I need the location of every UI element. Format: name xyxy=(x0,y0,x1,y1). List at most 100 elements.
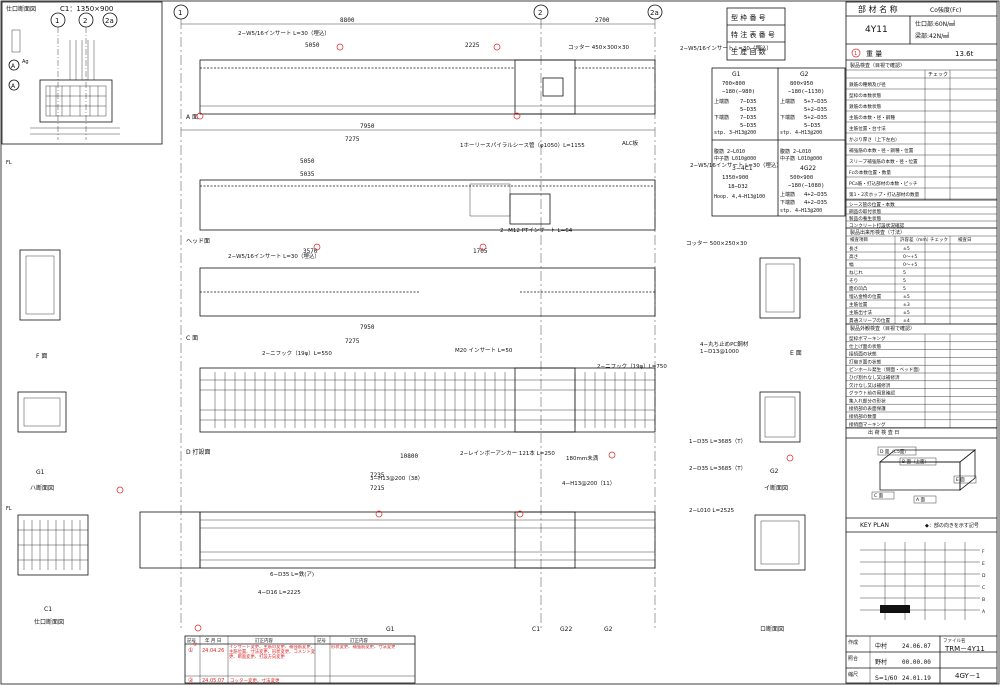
svg-text:A: A xyxy=(982,609,986,615)
beam-a-face: 8800 2700 5050 2225 A 面 7950 7275 2−W5/1… xyxy=(181,17,772,143)
dim-row-label: 幅 xyxy=(849,261,854,268)
dim-7215: 7215 xyxy=(370,485,385,492)
note-pc-1: 4−丸ち止めPC鋼材 xyxy=(700,340,749,348)
finish-table-title: 製品外観検査（目視で確認） xyxy=(850,325,915,332)
label-ro-section: ロ断面図 xyxy=(760,625,784,633)
dim-table-title: 製品出来形検査（寸法） xyxy=(850,229,905,236)
key-plan-diagram: D 面（C5面） B 面（上面） C 面 A 面 E 面 xyxy=(871,446,977,504)
face-label-a: A 面 xyxy=(186,114,198,121)
rev-row0-text-box: インサート変更、主筋の変更、補強筋変更、主筋位置、寸法変更、形状変更、コメント変… xyxy=(229,645,315,661)
dim-row-tolerance: 5 xyxy=(903,270,906,276)
dim-7275c: 7275 xyxy=(345,338,360,345)
section-g2-r0: 5+7−D35 xyxy=(804,99,827,105)
svg-text:E: E xyxy=(982,561,985,567)
key-label-d: D 面（C5面） xyxy=(880,449,909,455)
check-row2-label: シース管の位置・本数 xyxy=(849,201,895,208)
dim-7950c: 7950 xyxy=(360,324,375,331)
dim-row-tolerance: ±5 xyxy=(903,310,910,316)
finish-row-label: 型枠ボマーキング xyxy=(849,335,886,342)
section-g22-size: 500×900 xyxy=(790,175,813,181)
finish-row-label: 接続面マーキング xyxy=(849,421,886,428)
beam-d-face: D 打設面 10800 2−ニフック（19φ）L=550 M20 インサート L… xyxy=(186,340,749,460)
check-row2-label: 製品の養生状態 xyxy=(849,215,882,222)
dim-row-label: ねじれ xyxy=(849,270,863,276)
dim-row-label: 埋込金物の位置 xyxy=(849,293,882,300)
note-d13-1: 1−D13@1000 xyxy=(700,349,739,355)
finish-row-label: ひび割れなし又は補修済 xyxy=(849,374,900,381)
section-size: C1：1350×900 xyxy=(60,5,113,13)
label-f-face: F 面 xyxy=(36,353,47,360)
finish-row-label: 打継ぎ面の状態 xyxy=(849,358,882,365)
rev-head-content: 訂正内容 xyxy=(255,637,273,644)
section-g22-r1-label: 下端筋 xyxy=(780,199,795,206)
key-plan-note: ◆：部の向きを示す記号 xyxy=(925,522,979,529)
ship-title: 出 荷 検 査 日 xyxy=(868,429,899,436)
section-g2-r3: 5−D35 xyxy=(804,123,821,129)
note-h13-11: 4−H13@200（11） xyxy=(562,480,615,487)
label-g22: G22 xyxy=(560,626,572,633)
strength-bottom: 梁部:42N/㎟ xyxy=(915,32,949,40)
production-count-label: 生 産 回 数 xyxy=(731,47,766,56)
check-table-title: 製品検査（目視で確認） xyxy=(850,62,905,69)
rev-row1-date: 24.05.07 xyxy=(202,678,224,684)
section-g1-r0-label: 上端筋 xyxy=(714,98,729,105)
check-row-label: 補強筋の本数・径・鋼種・位置 xyxy=(849,147,914,154)
note-d16: 4−D16 L=2225 xyxy=(258,590,301,596)
sign-name-2: S=1/60 xyxy=(875,675,897,682)
dim-row-tolerance: ±4 xyxy=(903,318,910,324)
finish-row-label: 欠けなし又は補修済 xyxy=(849,382,891,389)
strength-top: 仕口部:60N/㎟ xyxy=(915,20,955,28)
note-l010-2525: 2−L010 L=2525 xyxy=(689,508,735,514)
key-label-a: A 面 xyxy=(916,497,926,503)
section-c1-r0: 18−D32 xyxy=(728,184,748,190)
revision-marks: ① xyxy=(116,43,794,648)
section-g2-r2: 5+2−D35 xyxy=(804,115,827,121)
svg-text:2a: 2a xyxy=(650,9,659,17)
dim-1705: 1705 xyxy=(473,248,488,255)
section-g1-r2: 7−D35 xyxy=(740,115,757,121)
file-name: TRM－4Y11 xyxy=(944,645,985,653)
note-hook-2: 2−ニフック（19φ）L=750 xyxy=(597,363,667,370)
label-g1: G1 xyxy=(386,626,395,633)
note-alc: ALC板 xyxy=(622,139,639,147)
section-g22-sub: −180(−1080) xyxy=(788,183,824,189)
sign-date-1: 00.00.00 xyxy=(902,659,931,666)
grid-lines: 1 2 2a xyxy=(173,4,663,630)
svg-text:1: 1 xyxy=(854,51,857,57)
section-g1-r1: 5−D35 xyxy=(740,107,757,113)
section-title: 仕口断面図 xyxy=(6,5,36,13)
note-insert-1: 2−W5/16インサート L=30（埋込） xyxy=(238,29,330,37)
section-g2-stp: stp. 4−H13@200 xyxy=(780,130,822,136)
note-insert-2: 2−W5/16インサート L=30（埋込） xyxy=(680,44,772,52)
sign-name-0: 中村 xyxy=(875,642,887,650)
svg-text:2: 2 xyxy=(538,9,542,17)
dim-row-tolerance: 5 xyxy=(903,278,906,284)
dim-row-label: 貫通スリーブの位置 xyxy=(849,317,890,324)
key-label-c: C 面 xyxy=(874,493,884,499)
label-ha-section: ハ断面図 xyxy=(30,484,54,492)
dim-row-label: そり xyxy=(849,277,858,284)
rev-row1-mark: ② xyxy=(188,677,194,684)
dim-col-item: 検査項目 xyxy=(850,236,868,243)
header-boxes: 型 枠 番 号 特 注 表 番 号 生 産 回 数 xyxy=(726,7,786,61)
dim-7235: 7235 xyxy=(370,472,385,479)
section-c1-name: 3−4C1 xyxy=(732,165,753,172)
grid-label-1: 1 xyxy=(55,17,59,25)
dim-row-tolerance: 0〜+5 xyxy=(903,254,917,260)
svg-text:G2: G2 xyxy=(770,468,779,475)
dim-7950: 7950 xyxy=(360,123,375,130)
finish-row-label: 接続部の数量 xyxy=(849,413,877,420)
dim-2700: 2700 xyxy=(595,17,610,24)
grid-label-2: 2 xyxy=(83,17,87,25)
dim-row-tolerance: 0〜+5 xyxy=(903,262,917,268)
rev-head-mark: 記号 xyxy=(187,637,196,644)
rev-row0-date: 24.04.26 xyxy=(202,648,224,654)
rev-row0-text: インサート変更、主筋の変更、補強筋変更、主筋位置、寸法変更、形状変更、コメント変… xyxy=(229,645,315,661)
section-g1-stp: stp. 3−H13@200 xyxy=(714,130,756,136)
note-d35-l: 6−D35 L=鉄(ア) xyxy=(270,570,314,578)
dim-col-check: チェック xyxy=(930,237,948,243)
dim-row-label: 面の凹凸 xyxy=(849,286,868,292)
dim-row-tolerance: ±5 xyxy=(903,294,910,300)
beam-c-face: C 面 7950 7275 2−W5/16インサート L=30（埋込） コッター… xyxy=(186,239,747,345)
